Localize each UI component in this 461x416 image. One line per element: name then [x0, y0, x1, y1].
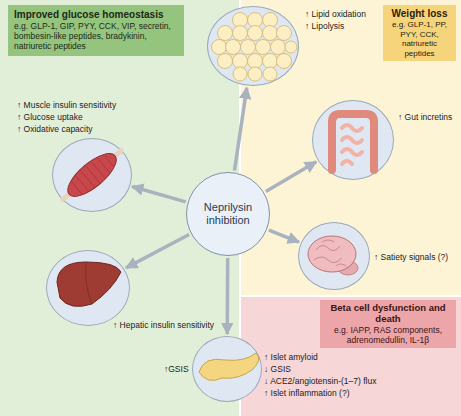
fat-cell [248, 13, 263, 28]
fat-cell [248, 26, 263, 41]
gut-illustration [332, 114, 374, 170]
fat-cell [263, 13, 278, 28]
center-label: Neprilysin inhibition [195, 201, 261, 226]
effect-label: ↑ Islet inflammation (?) [264, 389, 350, 398]
header-box: Improved glucose homeostasise.g. GLP-1, … [8, 5, 184, 56]
fat-cell [248, 54, 263, 69]
center-circle: Neprilysin inhibition [186, 172, 270, 256]
organ-circle: ↑ Lipid oxidation↑ Lipolysis [207, 6, 299, 86]
muscle-striations [70, 152, 116, 196]
fat-cell [277, 54, 292, 69]
arrow-connector [132, 187, 186, 202]
effect-label: ↑GSIS [164, 365, 189, 374]
fat-cell [277, 26, 292, 41]
effect-label: ↓ ACE2/angiotensin-(1–7) flux [264, 377, 376, 386]
box-body: e.g. GLP-1, PP, PYY, CCK, natriuretic pe… [387, 20, 452, 58]
effect-label: ↑ Lipid oxidation [305, 10, 366, 19]
tendon [63, 151, 121, 200]
fat-cell [218, 26, 233, 41]
pancreas-shape [199, 353, 259, 380]
effect-label: ↑ Lipolysis [305, 22, 344, 31]
arrow-connector [225, 258, 229, 334]
arrow-connector [266, 162, 316, 192]
large-intestine [332, 114, 374, 170]
box-heading: Improved glucose homeostasis [14, 9, 178, 21]
pancreas-illustration [199, 353, 259, 380]
brain-illustration [308, 236, 358, 275]
fat-cell [233, 26, 248, 41]
box-body: e.g. IAPP, RAS components, adrenomedulli… [324, 325, 452, 345]
effect-label: ↑ Gut incretins [398, 113, 452, 122]
header-box: Beta cell dysfunction and deathe.g. IAPP… [320, 300, 456, 348]
small-intestine [342, 125, 362, 164]
organ-circle: ↑ Hepatic insulin sensitivity [46, 250, 130, 326]
fat-cell [212, 40, 227, 55]
fat-cell [263, 54, 278, 69]
box-heading: Beta cell dysfunction and death [324, 303, 452, 325]
organ-circle: ↑ Muscle insulin sensitivity↑ Glucose up… [52, 138, 132, 212]
fat-cell [233, 67, 247, 81]
header-box: Weight losse.g. GLP-1, PP, PYY, CCK, nat… [383, 5, 456, 61]
cerebrum [308, 236, 356, 272]
effect-label: ↑ Muscle insulin sensitivity [17, 101, 116, 110]
box-heading: Weight loss [387, 8, 452, 20]
arrow-connector [126, 235, 189, 268]
fat-cell [218, 54, 233, 69]
fat-cell [248, 67, 262, 81]
fat-cell [256, 40, 271, 55]
liver-shape [57, 262, 121, 306]
effect-label: ↑ Oxidative capacity [17, 125, 93, 134]
fat-cell [263, 26, 278, 41]
fat-cells [212, 13, 298, 82]
effect-label: ↑ Hepatic insulin sensitivity [113, 321, 214, 330]
liver-lobe-line [86, 263, 92, 304]
fat-cell [263, 67, 277, 81]
arrow-connector [234, 88, 246, 171]
organ-circle: ↑GSIS↑ Islet amyloid↓ GSIS↓ ACE2/angiote… [192, 336, 262, 402]
organ-circle: ↑ Satiety signals (?) [298, 222, 370, 290]
fat-cell [226, 40, 241, 55]
effect-label: ↓ GSIS [264, 365, 291, 374]
muscle-illustration [55, 141, 129, 208]
fat-cell [271, 40, 286, 55]
liver-illustration [57, 262, 121, 306]
effect-label: ↑ Islet amyloid [264, 353, 318, 362]
effect-label: ↑ Satiety signals (?) [374, 253, 460, 262]
fat-cell [241, 40, 256, 55]
box-body: e.g. GLP-1, GIP, PYY, CCK, VIP, secretin… [14, 21, 178, 52]
fat-cell [285, 41, 297, 53]
arrow-connector [269, 230, 299, 242]
cerebellum [338, 261, 358, 275]
fat-cell [233, 13, 248, 28]
organ-circle: ↑ Gut incretins [312, 100, 394, 180]
muscle-belly [61, 147, 122, 204]
effect-label: ↑ Glucose uptake [17, 113, 83, 122]
fat-cell [233, 54, 248, 69]
pink-region [241, 297, 461, 416]
brain-gyri [314, 240, 346, 266]
